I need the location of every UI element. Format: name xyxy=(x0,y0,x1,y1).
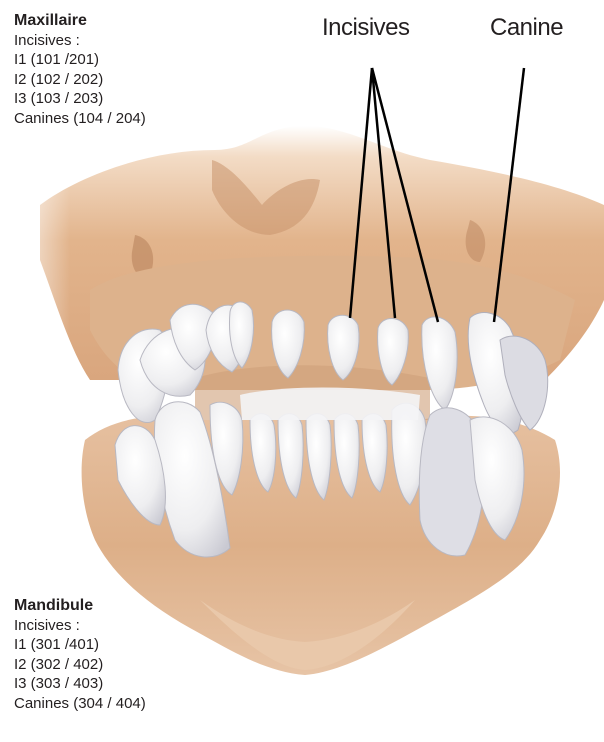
label-canine: Canine xyxy=(490,14,563,42)
legend-mandibule: Mandibule Incisives : I1 (301 /401) I2 (… xyxy=(14,596,146,713)
maxillaire-title: Maxillaire xyxy=(14,11,146,31)
label-incisives: Incisives xyxy=(322,14,410,42)
maxillaire-line: Canines (104 / 204) xyxy=(14,109,146,129)
mandibule-line: I2 (302 / 402) xyxy=(14,655,146,675)
mandibule-line: I1 (301 /401) xyxy=(14,635,146,655)
mandibule-line: I3 (303 / 403) xyxy=(14,674,146,694)
maxillaire-line: I3 (103 / 203) xyxy=(14,89,146,109)
palate xyxy=(240,388,420,421)
maxillaire-line: I1 (101 /201) xyxy=(14,50,146,70)
mandibule-title: Mandibule xyxy=(14,596,146,616)
mandibule-line: Canines (304 / 404) xyxy=(14,694,146,714)
maxillaire-line: I2 (102 / 202) xyxy=(14,70,146,90)
maxillaire-subtitle: Incisives : xyxy=(14,31,146,51)
mandibule-subtitle: Incisives : xyxy=(14,616,146,636)
legend-maxillaire: Maxillaire Incisives : I1 (101 /201) I2 … xyxy=(14,11,146,128)
